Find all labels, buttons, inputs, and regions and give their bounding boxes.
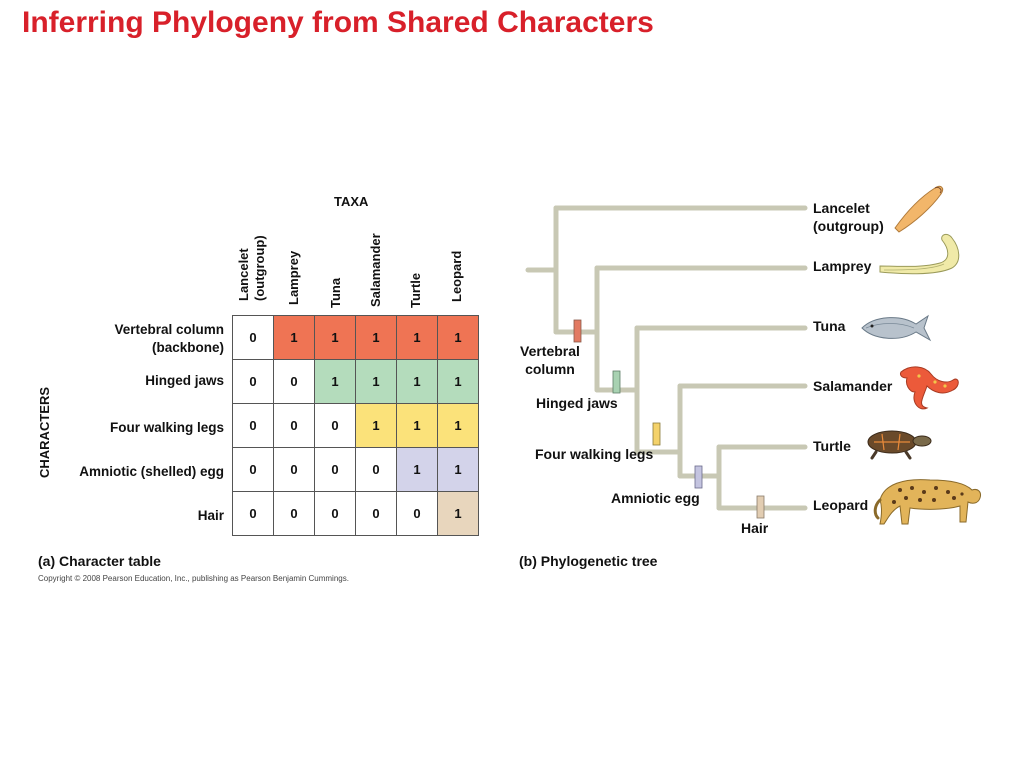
- row-label-four-walking-legs: Four walking legs: [109, 420, 224, 435]
- tree-label-line: Lancelet: [813, 200, 870, 216]
- table-cell: 1: [437, 315, 479, 360]
- table-cell: 0: [396, 491, 438, 536]
- table-cell: 1: [396, 447, 438, 492]
- marker-hair: [756, 495, 765, 519]
- lancelet-icon: [894, 185, 944, 233]
- lamprey-icon: [879, 233, 960, 275]
- table-cell: 1: [355, 315, 397, 360]
- copyright-notice: Copyright © 2008 Pearson Education, Inc.…: [38, 574, 349, 583]
- table-cell: 1: [355, 403, 397, 448]
- table-cell: 1: [396, 359, 438, 404]
- tree-char-hinged-jaws: Hinged jaws: [536, 395, 618, 411]
- table-cell: 1: [437, 359, 479, 404]
- table-cell: 1: [437, 447, 479, 492]
- row-label-line: Vertebral column: [114, 322, 224, 337]
- leopard-icon: [873, 479, 981, 525]
- table-cell: 1: [355, 359, 397, 404]
- table-cell: 0: [314, 403, 356, 448]
- slide-title: Inferring Phylogeny from Shared Characte…: [22, 6, 654, 39]
- tree-char-line: Vertebral: [520, 343, 580, 359]
- tree-char-amniotic-egg: Amniotic egg: [611, 490, 700, 506]
- table-cell: 0: [273, 359, 315, 404]
- tree-label-salamander: Salamander: [813, 378, 893, 394]
- tree-caption: (b) Phylogenetic tree: [519, 553, 658, 569]
- row-label-line: (backbone): [151, 340, 224, 355]
- tree-label-lancelet: Lancelet (outgroup): [813, 199, 884, 235]
- tree-char-hair: Hair: [741, 520, 769, 536]
- marker-four-walking-legs: [652, 422, 661, 446]
- table-cell: 0: [314, 491, 356, 536]
- marker-amniotic-egg: [694, 465, 703, 489]
- tree-label-leopard: Leopard: [813, 497, 869, 513]
- table-cell: 1: [437, 491, 479, 536]
- tuna-icon: [861, 314, 932, 342]
- table-cell: 0: [273, 447, 315, 492]
- tree-label-turtle: Turtle: [813, 438, 851, 454]
- table-cell: 1: [314, 359, 356, 404]
- table-cell: 1: [437, 403, 479, 448]
- row-label-hinged-jaws: Hinged jaws: [145, 373, 224, 388]
- row-label-amniotic-egg: Amniotic (shelled) egg: [79, 464, 224, 479]
- tree-char-line: column: [525, 361, 575, 377]
- row-label-vertebral-column: Vertebral column (backbone): [114, 321, 224, 357]
- row-label-hair: Hair: [197, 508, 224, 523]
- table-cell: 1: [396, 315, 438, 360]
- marker-vertebral-column: [573, 319, 582, 343]
- taxa-heading: TAXA: [334, 194, 369, 209]
- table-cell: 0: [232, 447, 274, 492]
- turtle-icon: [867, 430, 932, 460]
- tree-label-lamprey: Lamprey: [813, 258, 872, 274]
- tree-label-line: (outgroup): [813, 218, 884, 234]
- table-caption: (a) Character table: [38, 553, 161, 569]
- table-cell: 0: [314, 447, 356, 492]
- tree-char-four-walking-legs: Four walking legs: [535, 446, 654, 462]
- salamander-icon: [900, 366, 959, 410]
- tree-label-tuna: Tuna: [813, 318, 846, 334]
- tree-char-vertebral-column: Vertebral column: [520, 342, 580, 378]
- marker-hinged-jaws: [612, 370, 621, 394]
